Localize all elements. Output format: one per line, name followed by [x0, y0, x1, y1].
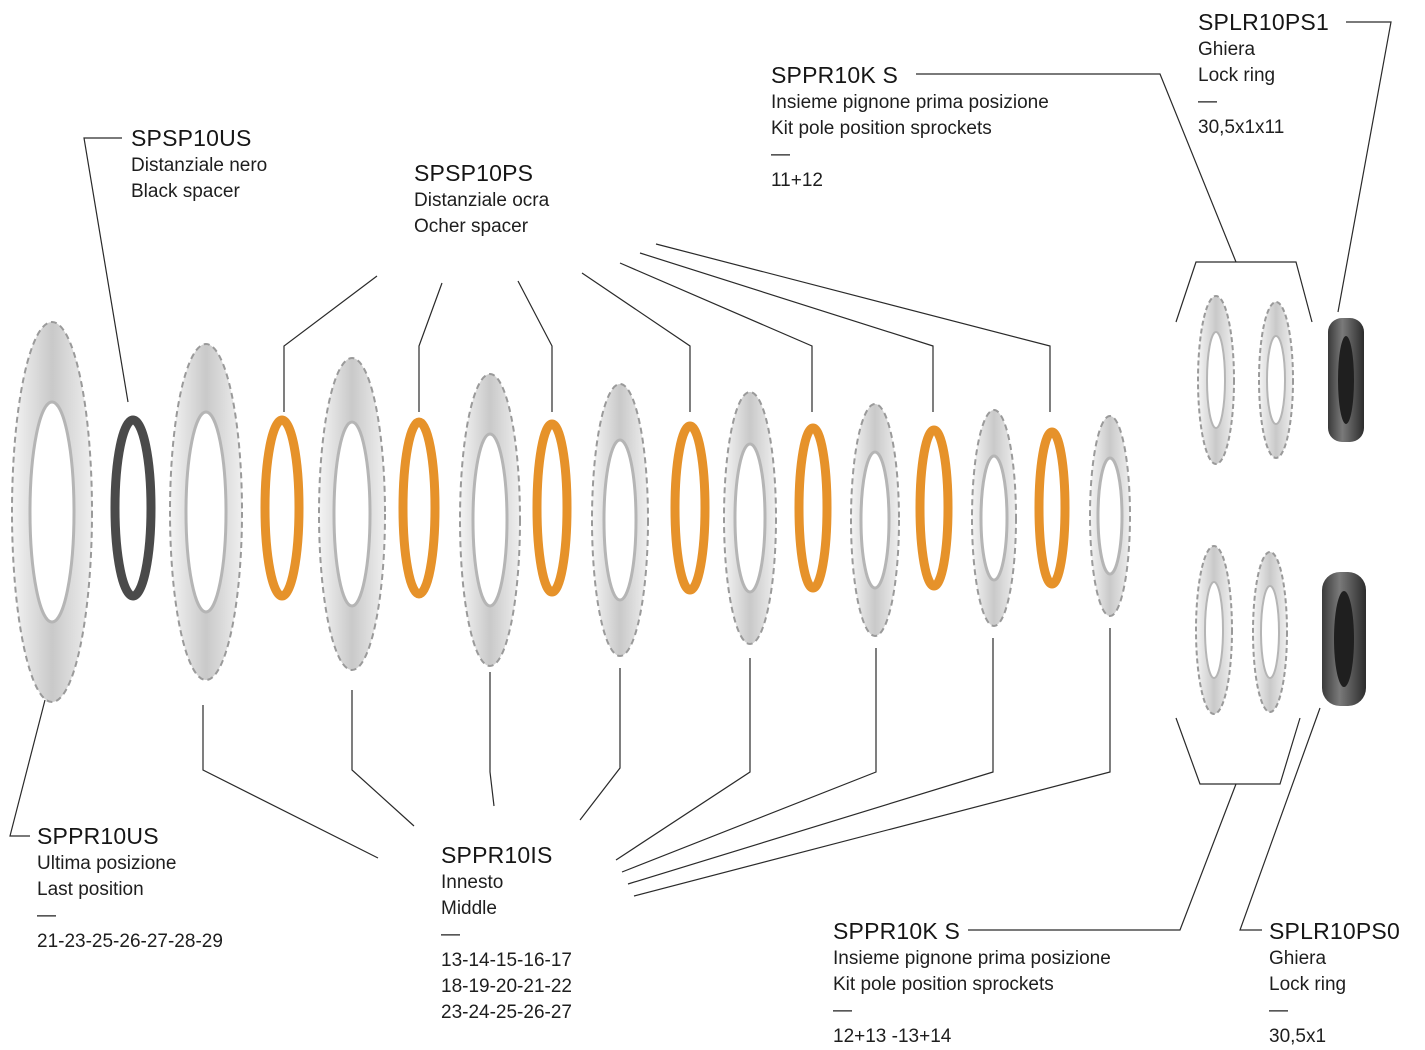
- leader-line-sppr10ks-top: [916, 73, 1237, 263]
- label-sppr10is-it: Innesto: [441, 872, 504, 893]
- leader-line-spsp10ps-6: [639, 252, 934, 412]
- label-sppr10ks-bottom-dash: —: [833, 1000, 852, 1021]
- label-sppr10us-code: SPPR10US: [37, 823, 159, 849]
- leader-line-sppr10is-3: [489, 672, 495, 807]
- label-sppr10is-en: Middle: [441, 898, 497, 919]
- label-sppr10us-it: Ultima posizione: [37, 853, 177, 874]
- ocher-spacer-3: [532, 419, 572, 597]
- label-sppr10ks-top: SPPR10K S Insieme pignone prima posizion…: [771, 60, 1049, 194]
- label-sppr10us-spec: 21-23-25-26-27-28-29: [37, 931, 223, 952]
- label-sppr10is-spec-2: 18-19-20-21-22: [441, 976, 572, 997]
- label-splr10ps0-dash: —: [1269, 1000, 1288, 1021]
- label-sppr10ks-top-spec: 11+12: [771, 170, 823, 191]
- lock-ring-bottom: [1322, 572, 1366, 706]
- pole-position-kit-bottom: [1195, 545, 1288, 715]
- label-sppr10us-en: Last position: [37, 879, 144, 900]
- ocher-spacer-4: [670, 421, 710, 595]
- middle-sprocket-3: [459, 373, 521, 667]
- label-spsp10ps-code: SPSP10PS: [414, 160, 534, 186]
- leader-line-sppr10is-4: [579, 668, 621, 821]
- leader-line-sppr10is-2: [351, 690, 415, 827]
- ocher-spacer-6: [915, 425, 953, 591]
- label-sppr10ks-top-dash: —: [771, 144, 790, 165]
- label-sppr10is-spec-3: 23-24-25-26-27: [441, 1002, 572, 1023]
- middle-sprocket-8: [1089, 415, 1131, 617]
- label-splr10ps1: SPLR10PS1 Ghiera Lock ring — 30,5x1x11: [1198, 7, 1329, 141]
- black-spacer: [110, 415, 156, 601]
- ocher-spacer-7: [1034, 427, 1070, 589]
- label-spsp10us-it: Distanziale nero: [131, 155, 268, 176]
- cassette-parts: [11, 295, 1366, 715]
- leader-line-spsp10ps-7: [655, 243, 1051, 412]
- label-splr10ps0-en: Lock ring: [1269, 974, 1347, 995]
- label-spsp10us-en: Black spacer: [131, 181, 240, 202]
- label-spsp10ps-it: Distanziale ocra: [414, 190, 550, 211]
- leader-line-sppr10is-1: [202, 705, 379, 859]
- middle-sprocket-1: [169, 343, 243, 681]
- leader-line-spsp10us: [83, 137, 129, 403]
- leader-line-splr10ps1: [1337, 21, 1392, 313]
- label-sppr10ks-bottom-code: SPPR10K S: [833, 918, 961, 944]
- leader-line-sppr10is-7: [627, 638, 994, 885]
- label-splr10ps1-it: Ghiera: [1198, 39, 1256, 60]
- label-splr10ps0-spec: 30,5x1: [1269, 1026, 1327, 1047]
- ocher-spacer-1: [260, 415, 304, 601]
- middle-sprocket-5: [723, 391, 777, 645]
- label-sppr10ks-top-it: Insieme pignone prima posizione: [771, 92, 1049, 113]
- leader-line-sppr10is-8: [633, 628, 1111, 897]
- label-splr10ps1-spec: 30,5x1x11: [1198, 117, 1285, 138]
- pole-position-kit-top: [1197, 295, 1294, 465]
- label-splr10ps1-code: SPLR10PS1: [1198, 9, 1329, 35]
- label-splr10ps0-code: SPLR10PS0: [1269, 918, 1400, 944]
- leader-line-spsp10ps-1: [283, 275, 378, 412]
- sprocket-last-position: [11, 321, 93, 703]
- label-sppr10us: SPPR10US Ultima posizione Last position …: [37, 821, 223, 955]
- label-sppr10us-dash: —: [37, 905, 56, 926]
- label-sppr10ks-bottom-it: Insieme pignone prima posizione: [833, 948, 1111, 969]
- leader-line-sppr10ks-bottom: [968, 783, 1237, 931]
- bracket-sppr10ks-top: [1175, 261, 1313, 323]
- lock-ring-top: [1328, 318, 1364, 442]
- leader-line-spsp10ps-3: [517, 280, 553, 412]
- leader-line-spsp10ps-2: [418, 282, 443, 412]
- ocher-spacer-2: [398, 417, 440, 599]
- ocher-spacers: [260, 415, 1070, 601]
- label-sppr10ks-top-en: Kit pole position sprockets: [771, 118, 992, 139]
- leader-lines: [9, 21, 1392, 931]
- label-sppr10is-dash: —: [441, 924, 460, 945]
- label-splr10ps0-it: Ghiera: [1269, 948, 1327, 969]
- label-sppr10is: SPPR10IS Innesto Middle — 13-14-15-16-17…: [441, 840, 572, 1026]
- label-sppr10is-code: SPPR10IS: [441, 842, 553, 868]
- middle-sprocket-4: [591, 383, 649, 657]
- label-splr10ps1-en: Lock ring: [1198, 65, 1276, 86]
- label-spsp10us: SPSP10US Distanziale nero Black spacer: [131, 123, 267, 205]
- middle-sprockets: [169, 343, 1131, 681]
- leader-line-spsp10ps-5: [619, 262, 813, 412]
- label-splr10ps0: SPLR10PS0 Ghiera Lock ring — 30,5x1: [1269, 916, 1400, 1050]
- label-sppr10ks-bottom-en: Kit pole position sprockets: [833, 974, 1054, 995]
- ocher-spacer-5: [794, 423, 832, 593]
- middle-sprocket-6: [850, 403, 900, 637]
- label-spsp10us-code: SPSP10US: [131, 125, 252, 151]
- label-splr10ps1-dash: —: [1198, 91, 1217, 112]
- label-sppr10ks-bottom: SPPR10K S Insieme pignone prima posizion…: [833, 916, 1111, 1050]
- label-sppr10ks-top-code: SPPR10K S: [771, 62, 899, 88]
- label-spsp10ps-en: Ocher spacer: [414, 216, 529, 237]
- label-sppr10ks-bottom-spec: 12+13 -13+14: [833, 1026, 952, 1047]
- middle-sprocket-7: [971, 409, 1017, 627]
- label-sppr10is-spec-1: 13-14-15-16-17: [441, 950, 572, 971]
- leader-line-spsp10ps-4: [581, 272, 691, 412]
- middle-sprocket-2: [318, 357, 386, 671]
- bracket-sppr10ks-bottom: [1175, 717, 1301, 785]
- leader-line-sppr10us: [9, 699, 46, 837]
- leader-line-sppr10is-5: [615, 658, 751, 861]
- leader-line-sppr10is-6: [621, 648, 877, 873]
- label-spsp10ps: SPSP10PS Distanziale ocra Ocher spacer: [414, 158, 549, 240]
- leader-line-splr10ps0: [1239, 707, 1321, 931]
